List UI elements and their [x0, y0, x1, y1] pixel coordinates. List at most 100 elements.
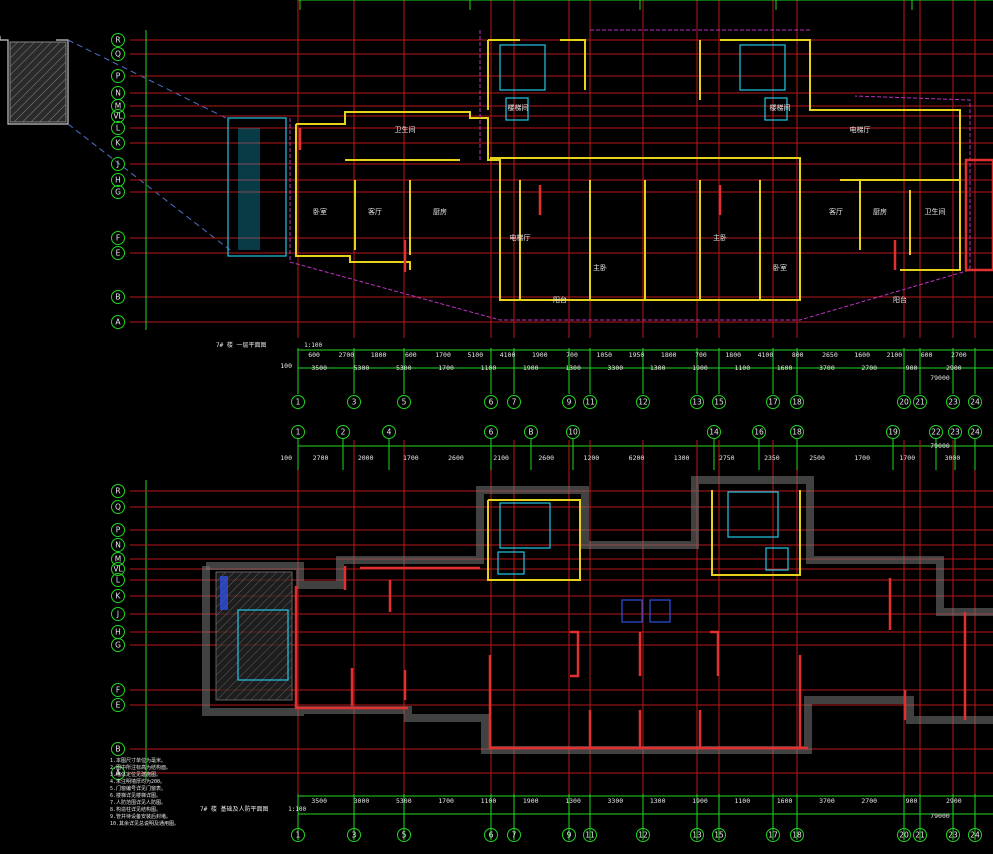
room-label: 厨房	[433, 207, 447, 216]
total-dim: 79000	[930, 812, 950, 820]
dim-lower-1: 2100	[493, 454, 509, 462]
dim-upper-2: 900	[906, 364, 918, 372]
col-axis-lower: 12	[636, 828, 650, 842]
col-axis-upper: 6	[484, 395, 498, 409]
axis-circle	[562, 395, 576, 409]
dim-upper-1: 1900	[532, 351, 548, 359]
axis-circle	[111, 33, 125, 47]
axis-circle	[690, 828, 704, 842]
col-axis-upper: 7	[507, 395, 521, 409]
dim-lower-2: 1700	[438, 797, 454, 805]
axis-label: 6	[489, 428, 494, 437]
room-label: 卫生间	[925, 207, 946, 216]
room-label: 客厅	[368, 207, 382, 216]
axis-circle	[968, 828, 982, 842]
col-axis-lower: 3	[347, 828, 361, 842]
axis-circle	[790, 828, 804, 842]
axis-label: 9	[567, 831, 572, 840]
axis-label: 23	[948, 398, 958, 407]
note-line: 10.其余详见总说明及通用图。	[110, 821, 180, 827]
axis-circle	[929, 425, 943, 439]
col-axis-upper: 11	[583, 395, 597, 409]
room-label: 主卧	[713, 233, 727, 242]
axis-label: 24	[970, 428, 980, 437]
col-axis-upper: 3	[347, 395, 361, 409]
axis-label: 1	[296, 398, 301, 407]
dim-upper-2: 1100	[734, 364, 750, 372]
axis-label: N	[115, 541, 121, 550]
dim-upper-1: 1600	[854, 351, 870, 359]
axis-circle	[291, 395, 305, 409]
col-axis-upper: 21	[913, 395, 927, 409]
axis-circle	[111, 109, 125, 123]
upper-plan-walls	[227, 29, 993, 321]
axis-label: P	[116, 526, 121, 535]
axis-label: 13	[692, 831, 702, 840]
col-axis-top-lower: 4	[382, 425, 396, 439]
row-axis-upper: R	[111, 33, 125, 47]
axis-circle	[484, 828, 498, 842]
col-axis-upper: 1	[291, 395, 305, 409]
axis-circle	[111, 185, 125, 199]
axis-label: 23	[950, 428, 960, 437]
row-axis-lower: F	[111, 683, 125, 697]
axis-label: Q	[115, 503, 121, 512]
col-axis-lower: 20	[897, 828, 911, 842]
col-axis-top-lower: 19	[886, 425, 900, 439]
axis-circle	[291, 828, 305, 842]
axis-label: 14	[709, 428, 719, 437]
col-axis-upper: 5	[397, 395, 411, 409]
axis-circle	[111, 552, 125, 566]
axis-circle	[968, 425, 982, 439]
dim-upper-2: 2900	[946, 364, 962, 372]
dim-lower-1: 3000	[945, 454, 961, 462]
col-axis-top-lower: 18	[790, 425, 804, 439]
axis-circle	[111, 589, 125, 603]
axis-circle	[382, 425, 396, 439]
row-axis-upper: H	[111, 173, 125, 187]
axis-label: J	[116, 610, 119, 619]
col-axis-lower: 18	[790, 828, 804, 842]
axis-circle	[636, 828, 650, 842]
col-axis-upper: 17	[766, 395, 780, 409]
axis-circle	[291, 425, 305, 439]
axis-circle	[790, 425, 804, 439]
dim-lower-2: 2700	[861, 797, 877, 805]
dim-upper-2: 1700	[438, 364, 454, 372]
dim-upper-2: 1900	[692, 364, 708, 372]
note-line: 8.构造柱详见结构图。	[110, 807, 162, 813]
room-label: 厨房	[873, 207, 887, 216]
axis-label: VL	[113, 112, 123, 121]
col-axis-top-lower: 1	[291, 425, 305, 439]
dim-lower-2: 1300	[565, 797, 581, 805]
row-axis-upper: N	[111, 86, 125, 100]
dim-lower-2: 2900	[946, 797, 962, 805]
axis-label: K	[116, 139, 122, 148]
dim-lower-2: 3300	[608, 797, 624, 805]
axis-label: Q	[115, 50, 121, 59]
note-line: 9.管井待设备安装后封堵。	[110, 814, 172, 820]
dim-lower-2: 3500	[311, 797, 327, 805]
dim-upper-1: 4100	[758, 351, 774, 359]
axis-label: A	[115, 318, 121, 327]
axis-label: B	[528, 428, 533, 437]
axis-circle	[111, 484, 125, 498]
axis-bubbles: RRQQPPNNMMVLVLLLKKJJHHGGFFEEBBAA11335566…	[111, 33, 982, 842]
axis-label: 7	[512, 831, 517, 840]
axis-label: K	[116, 592, 122, 601]
axis-circle	[111, 500, 125, 514]
dim-lower-1: 2500	[809, 454, 825, 462]
axis-label: F	[116, 234, 120, 243]
axis-circle	[111, 562, 125, 576]
axis-circle	[111, 683, 125, 697]
room-label: 卧室	[773, 263, 787, 272]
col-axis-lower: 7	[507, 828, 521, 842]
axis-label: F	[116, 686, 120, 695]
row-axis-upper: VL	[111, 109, 125, 123]
dim-upper-2: 1300	[650, 364, 666, 372]
row-axis-lower: B	[111, 742, 125, 756]
col-axis-lower: 6	[484, 828, 498, 842]
row-axis-upper: Q	[111, 47, 125, 61]
